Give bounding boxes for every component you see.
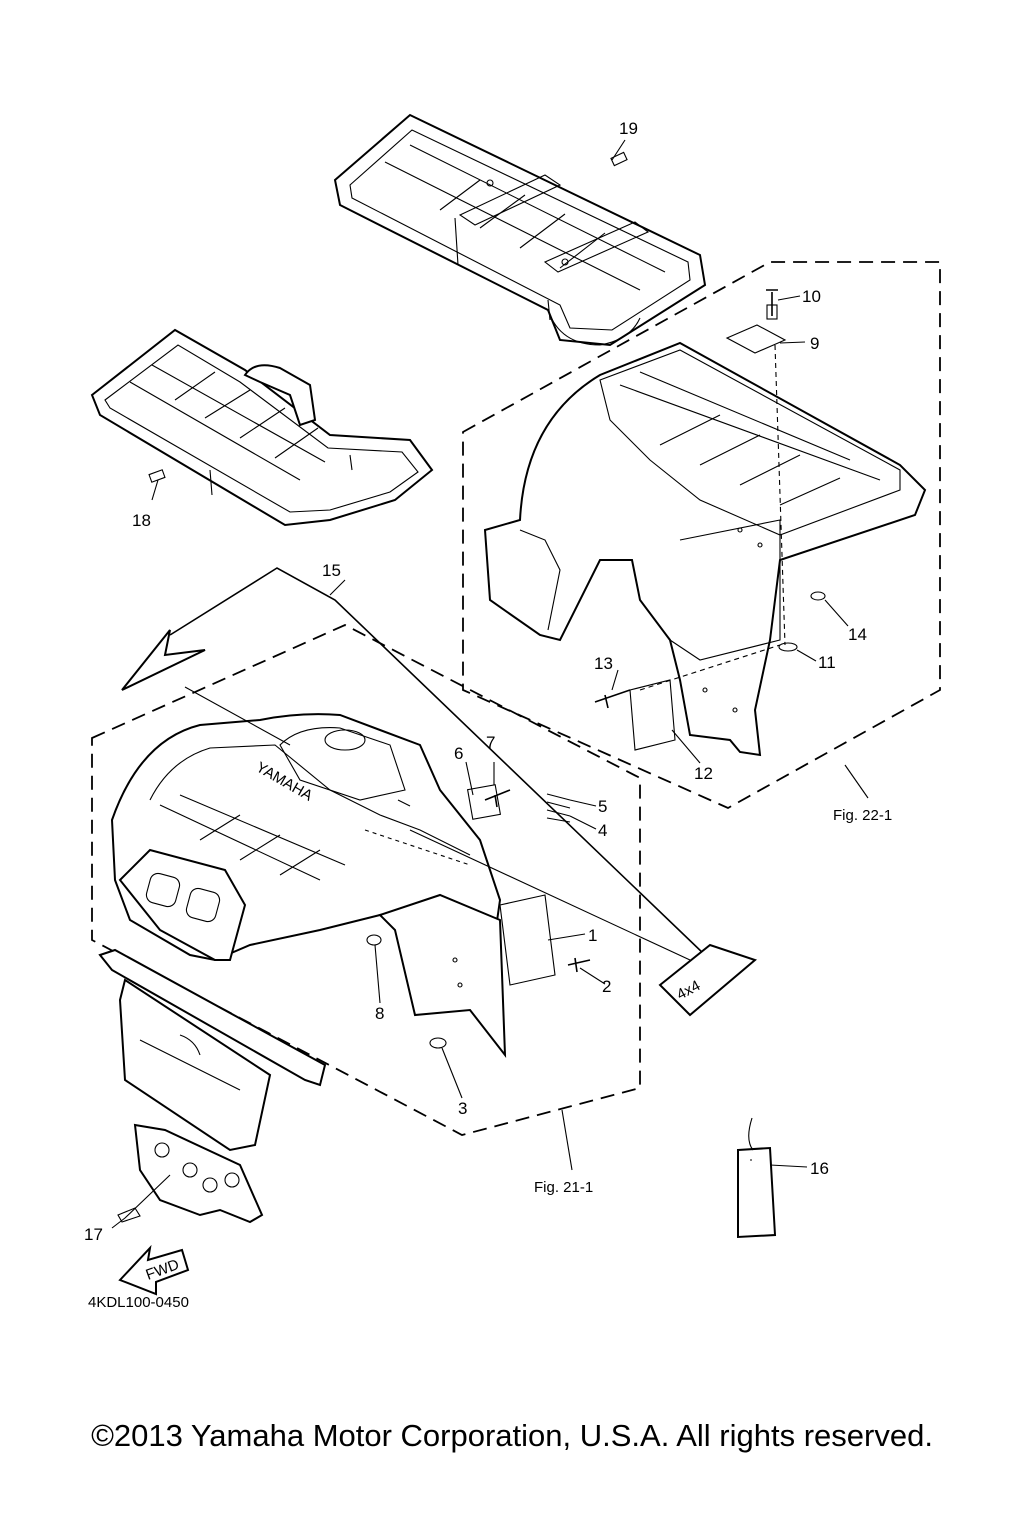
callout-18: 18 [132,511,151,530]
callout-3: 3 [458,1099,467,1118]
callout-13: 13 [594,654,613,673]
callout-10: 10 [802,287,821,306]
diagram-code: 4KDL100-0450 [88,1294,189,1311]
callout-9: 9 [810,334,819,353]
rear-fender [483,341,927,757]
callout-8: 8 [375,1004,384,1023]
copyright-notice: ©2013 Yamaha Motor Corporation, U.S.A. A… [91,1418,933,1453]
fig-22-ref: Fig. 22-1 [833,807,892,824]
fig-21-ref: Fig. 21-1 [534,1179,593,1196]
callout-leaders [111,139,869,1229]
callout-17: 17 [84,1225,103,1244]
callout-1: 1 [588,926,597,945]
callout-5: 5 [598,797,607,816]
callout-2: 2 [602,977,611,996]
callout-labels: 19 10 9 14 11 12 13 15 18 7 6 5 4 1 2 8 … [84,119,867,1244]
callout-4: 4 [598,821,607,840]
callout-6: 6 [454,744,463,763]
front-fender: YAMAHA [110,713,507,1059]
callout-7: 7 [486,733,495,752]
decal-frame [169,567,706,956]
callout-14: 14 [848,625,867,644]
callout-19: 19 [619,119,638,138]
front-carrier [90,328,434,527]
callout-16: 16 [810,1159,829,1178]
fig-21-boundary [91,624,641,1136]
callout-15: 15 [322,561,341,580]
front-bumper-guard [98,948,327,1224]
rear-carrier [333,113,707,347]
callout-11: 11 [818,653,836,672]
fig-22-boundary [462,261,941,810]
callout-12: 12 [694,764,713,783]
